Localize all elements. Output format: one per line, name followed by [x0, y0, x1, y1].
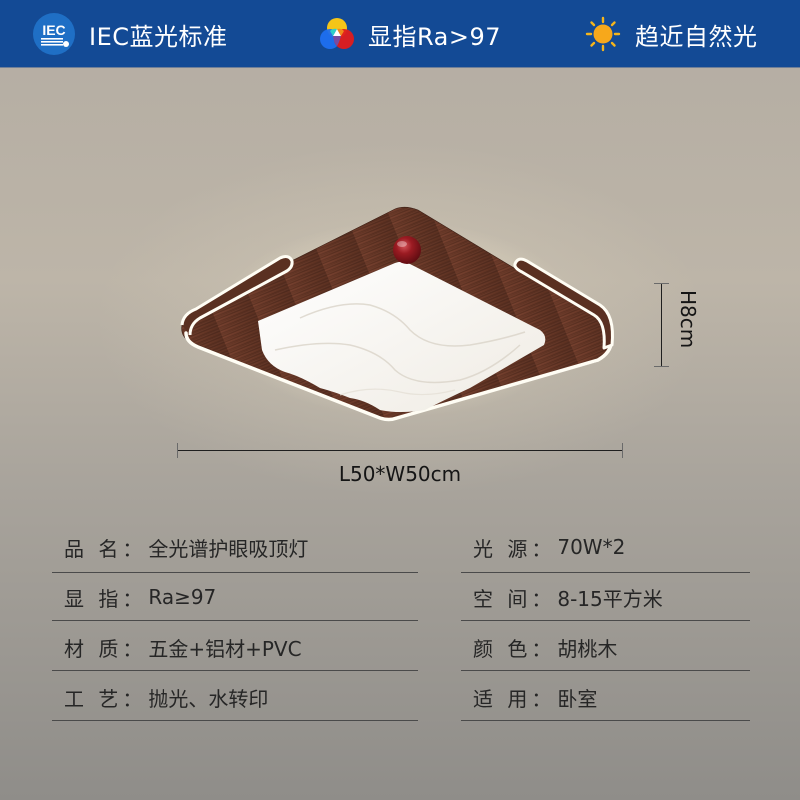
- badge-iec-standard: IEC IEC蓝光标准: [33, 0, 228, 68]
- height-dimension-tick: [654, 366, 669, 367]
- spec-color-rendering: 显 指：Ra≥97: [64, 582, 216, 612]
- svg-text:IEC: IEC: [42, 22, 65, 38]
- color-rendering-icon: [318, 15, 356, 53]
- spec-color: 颜 色：胡桃木: [473, 632, 617, 662]
- row-divider: [461, 670, 750, 671]
- row-divider: [461, 620, 750, 621]
- spec-key: 品 名: [64, 536, 123, 561]
- row-divider: [461, 720, 750, 721]
- height-dimension-line: [661, 283, 662, 366]
- width-dimension-line: [177, 450, 623, 451]
- badge-label: 显指Ra>97: [368, 22, 502, 51]
- sun-icon: [585, 16, 621, 52]
- spec-key: 显 指: [64, 586, 123, 611]
- width-dimension-tick: [177, 443, 178, 458]
- height-dimension-tick: [654, 283, 669, 284]
- spec-key: 适 用: [473, 686, 532, 711]
- spec-value: 抛光、水转印: [148, 686, 269, 711]
- iec-logo-icon: IEC: [33, 13, 75, 55]
- spec-application: 适 用：卧室: [473, 682, 597, 712]
- spec-light-source: 光 源：70W*2: [473, 532, 625, 562]
- spec-product-name: 品 名：全光谱护眼吸顶灯: [64, 532, 308, 562]
- spec-value: 70W*2: [557, 535, 626, 559]
- row-divider: [52, 572, 418, 573]
- product-image: L50*W50cm H8cm: [0, 69, 800, 519]
- row-divider: [52, 620, 418, 621]
- badge-color-rendering: 显指Ra>97: [318, 0, 501, 68]
- spec-craft: 工 艺：抛光、水转印: [64, 682, 268, 712]
- spec-value: 8-15平方米: [557, 586, 663, 611]
- width-dimension-label: L50*W50cm: [338, 462, 462, 486]
- spec-material: 材 质：五金+铝材+PVC: [64, 632, 302, 662]
- row-divider: [52, 720, 418, 721]
- spec-value: Ra≥97: [148, 585, 217, 609]
- spec-key: 材 质: [64, 636, 123, 661]
- spec-value: 卧室: [557, 686, 598, 711]
- width-dimension-tick: [622, 443, 623, 458]
- height-dimension-label: H8cm: [676, 290, 700, 349]
- badge-label: 趋近自然光: [635, 22, 758, 51]
- row-divider: [461, 572, 750, 573]
- row-divider: [52, 670, 418, 671]
- spec-space: 空 间：8-15平方米: [473, 582, 663, 612]
- feature-banner: IEC IEC蓝光标准 显指Ra>97: [0, 0, 800, 68]
- spec-key: 颜 色: [473, 636, 532, 661]
- spec-key: 空 间: [473, 586, 532, 611]
- badge-label: IEC蓝光标准: [89, 22, 228, 51]
- ceiling-lamp-illustration: [180, 206, 614, 422]
- spec-value: 五金+铝材+PVC: [148, 636, 302, 661]
- spec-key: 工 艺: [64, 686, 123, 711]
- spec-value: 胡桃木: [557, 636, 618, 661]
- spec-key: 光 源: [473, 536, 532, 561]
- spec-value: 全光谱护眼吸顶灯: [148, 536, 309, 561]
- badge-natural-light: 趋近自然光: [585, 0, 758, 68]
